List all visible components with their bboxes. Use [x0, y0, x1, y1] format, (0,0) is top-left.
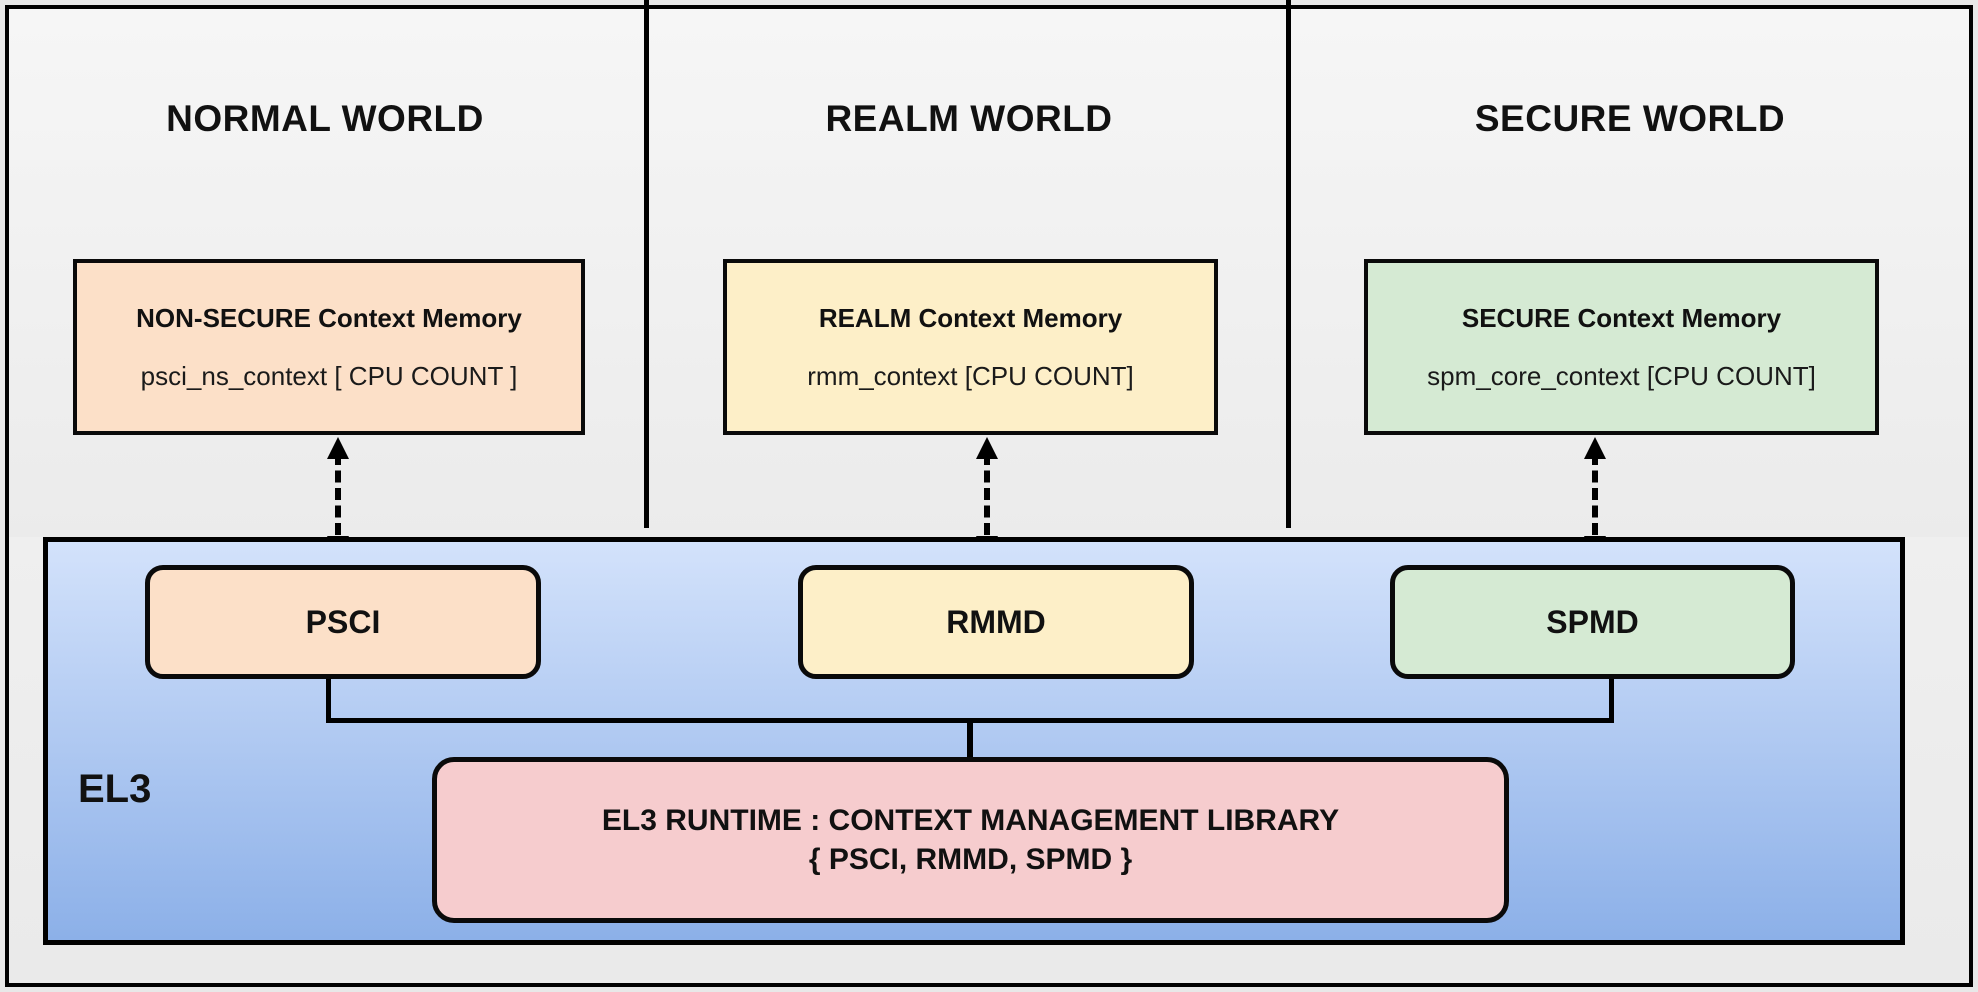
context-memory-subtitle-secure: spm_core_context [CPU COUNT] [1427, 360, 1816, 391]
context-memory-title-realm: REALM Context Memory [818, 302, 1123, 333]
world-divider-normal-realm [644, 0, 649, 528]
arrowhead-up-icon [327, 437, 349, 459]
dashed-line [1592, 453, 1598, 535]
context-memory-box-realm: REALM Context Memory rmm_context [CPU CO… [723, 259, 1218, 435]
connector-spmd-vertical [1609, 679, 1614, 723]
el3-runtime-library-box: EL3 RUNTIME : CONTEXT MANAGEMENT LIBRARY… [432, 757, 1509, 923]
arrowhead-up-icon [1584, 437, 1606, 459]
dashed-line [984, 453, 990, 535]
context-memory-subtitle-realm: rmm_context [CPU COUNT] [807, 360, 1134, 391]
context-memory-box-secure: SECURE Context Memory spm_core_context [… [1364, 259, 1879, 435]
context-memory-subtitle-non-secure: psci_ns_context [ CPU COUNT ] [140, 360, 518, 391]
world-divider-realm-secure [1286, 0, 1291, 528]
context-memory-title-non-secure: NON-SECURE Context Memory [136, 302, 522, 333]
arrowhead-up-icon [976, 437, 998, 459]
world-title-normal: NORMAL WORLD [166, 98, 484, 139]
el3-runtime-members: { PSCI, RMMD, SPMD } [808, 843, 1133, 876]
connector-psci-vertical [326, 679, 331, 723]
context-memory-title-secure: SECURE Context Memory [1461, 302, 1782, 333]
dispatcher-box-spmd: SPMD [1390, 565, 1795, 679]
world-title-secure: SECURE WORLD [1474, 98, 1786, 139]
connector-runtime-vertical [967, 718, 973, 762]
dispatcher-box-psci: PSCI [145, 565, 541, 679]
context-memory-box-non-secure: NON-SECURE Context Memory psci_ns_contex… [73, 259, 585, 435]
el3-label: EL3 [78, 767, 152, 811]
dashed-line [335, 453, 341, 535]
world-title-realm: REALM WORLD [825, 98, 1113, 139]
dispatcher-box-rmmd: RMMD [798, 565, 1194, 679]
el3-runtime-title: EL3 RUNTIME : CONTEXT MANAGEMENT LIBRARY [601, 804, 1340, 837]
